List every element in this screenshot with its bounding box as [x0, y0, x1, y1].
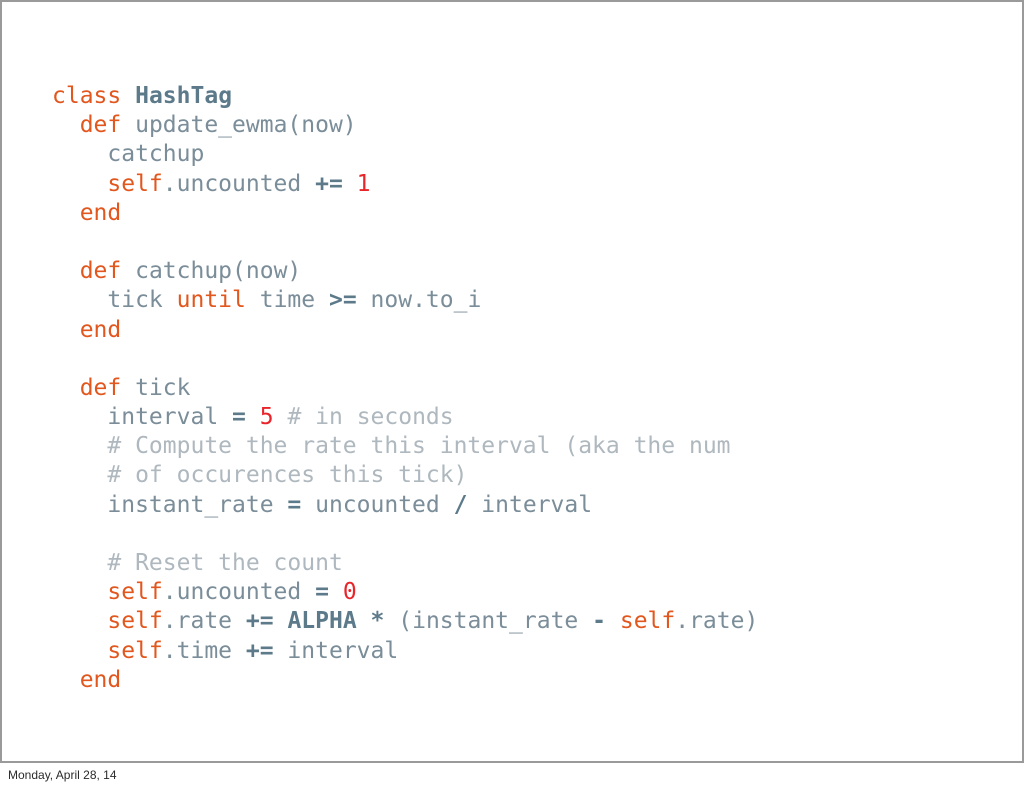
code-token-plain: .uncounted: [162, 170, 316, 197]
code-token-plain: .rate): [675, 608, 759, 635]
code-token-self: self: [107, 170, 163, 197]
code-token-plain: uncounted: [301, 491, 454, 518]
code-token-self: self: [107, 579, 163, 606]
code-token-plain: tick: [121, 374, 191, 401]
code-token-kw: until: [176, 287, 246, 314]
code-token-op: >=: [328, 287, 357, 314]
code-token-op: /: [453, 491, 468, 518]
code-line: [52, 228, 758, 257]
slide-canvas: class HashTag def update_ewma(now) catch…: [0, 0, 1024, 763]
code-line: self.time += interval: [52, 637, 758, 666]
code-token-self: self: [619, 608, 676, 635]
code-token-kw: end: [79, 199, 122, 226]
code-token-plain: [274, 608, 288, 634]
code-token-plain: (instant_rate: [384, 608, 593, 635]
code-token-kw: def: [79, 112, 122, 139]
code-token-plain: catchup: [107, 141, 205, 168]
code-line: self.uncounted += 1: [52, 170, 758, 199]
slide-footer-date: Monday, April 28, 14: [8, 768, 117, 782]
code-line: def tick: [52, 374, 758, 403]
code-token-op: +=: [245, 608, 274, 635]
code-token-plain: tick: [107, 287, 177, 314]
code-token-self: self: [107, 608, 163, 635]
code-token-op: +=: [315, 170, 343, 197]
code-token-plain: [343, 171, 357, 197]
code-line: interval = 5 # in seconds: [52, 403, 758, 432]
code-line: def update_ewma(now): [52, 111, 758, 140]
code-line: # Reset the count: [52, 549, 758, 578]
code-token-plain: .rate: [162, 608, 246, 635]
code-token-op: +=: [245, 637, 274, 664]
code-line: end: [52, 316, 758, 345]
code-token-kw: def: [79, 374, 122, 401]
code-token-plain: [274, 404, 288, 430]
code-token-plain: instant_rate: [107, 491, 288, 518]
code-token-comment: # of occurences this tick): [107, 462, 468, 489]
code-token-plain: .time: [162, 637, 246, 664]
code-line: [52, 520, 758, 549]
code-token-op: =: [287, 491, 302, 518]
code-line: end: [52, 199, 758, 228]
code-token-num: 5: [259, 404, 274, 431]
code-token-const: HashTag: [135, 83, 233, 109]
code-token-plain: now.to_i: [356, 287, 482, 314]
code-token-plain: .uncounted: [162, 579, 316, 606]
code-line: self.uncounted = 0: [52, 578, 758, 607]
code-token-op: -: [592, 608, 606, 635]
code-line: class HashTag: [52, 82, 758, 111]
code-token-self: self: [107, 637, 163, 664]
code-token-num: 0: [342, 579, 357, 606]
code-token-plain: interval: [107, 404, 233, 431]
code-line: # of occurences this tick): [52, 461, 758, 490]
code-token-op: =: [232, 404, 246, 431]
code-token-plain: interval: [467, 491, 593, 518]
code-token-comment: # Compute the rate this interval (aka th…: [107, 433, 731, 460]
code-line: end: [52, 666, 758, 695]
code-token-plain: time: [245, 287, 329, 314]
code-line: def catchup(now): [52, 257, 758, 286]
code-token-comment: # Reset the count: [107, 550, 343, 576]
code-line: # Compute the rate this interval (aka th…: [52, 432, 758, 461]
code-token-plain: [246, 404, 260, 430]
code-token-plain: catchup(now): [121, 258, 302, 285]
code-token-kw: end: [79, 316, 122, 343]
code-token-plain: [329, 579, 343, 605]
code-line: tick until time >= now.to_i: [52, 286, 758, 315]
code-token-comment: # in seconds: [287, 404, 454, 431]
code-token-kw: def: [79, 258, 122, 285]
code-line: catchup: [52, 140, 758, 169]
code-token-plain: [121, 83, 135, 109]
code-token-op: =: [315, 579, 329, 606]
code-token-kw: class: [52, 83, 122, 109]
code-token-op: *: [370, 608, 385, 635]
code-token-plain: [357, 608, 371, 634]
code-token-num: 1: [356, 170, 371, 197]
code-token-kw: end: [79, 666, 122, 693]
code-line: self.rate += ALPHA * (instant_rate - sel…: [52, 607, 758, 636]
code-line: [52, 345, 758, 374]
code-token-const: ALPHA: [287, 608, 357, 635]
code-line: instant_rate = uncounted / interval: [52, 491, 758, 520]
code-block: class HashTag def update_ewma(now) catch…: [52, 82, 758, 695]
code-token-plain: update_ewma(now): [121, 112, 357, 139]
code-token-plain: interval: [273, 637, 399, 664]
code-token-plain: [606, 608, 620, 634]
